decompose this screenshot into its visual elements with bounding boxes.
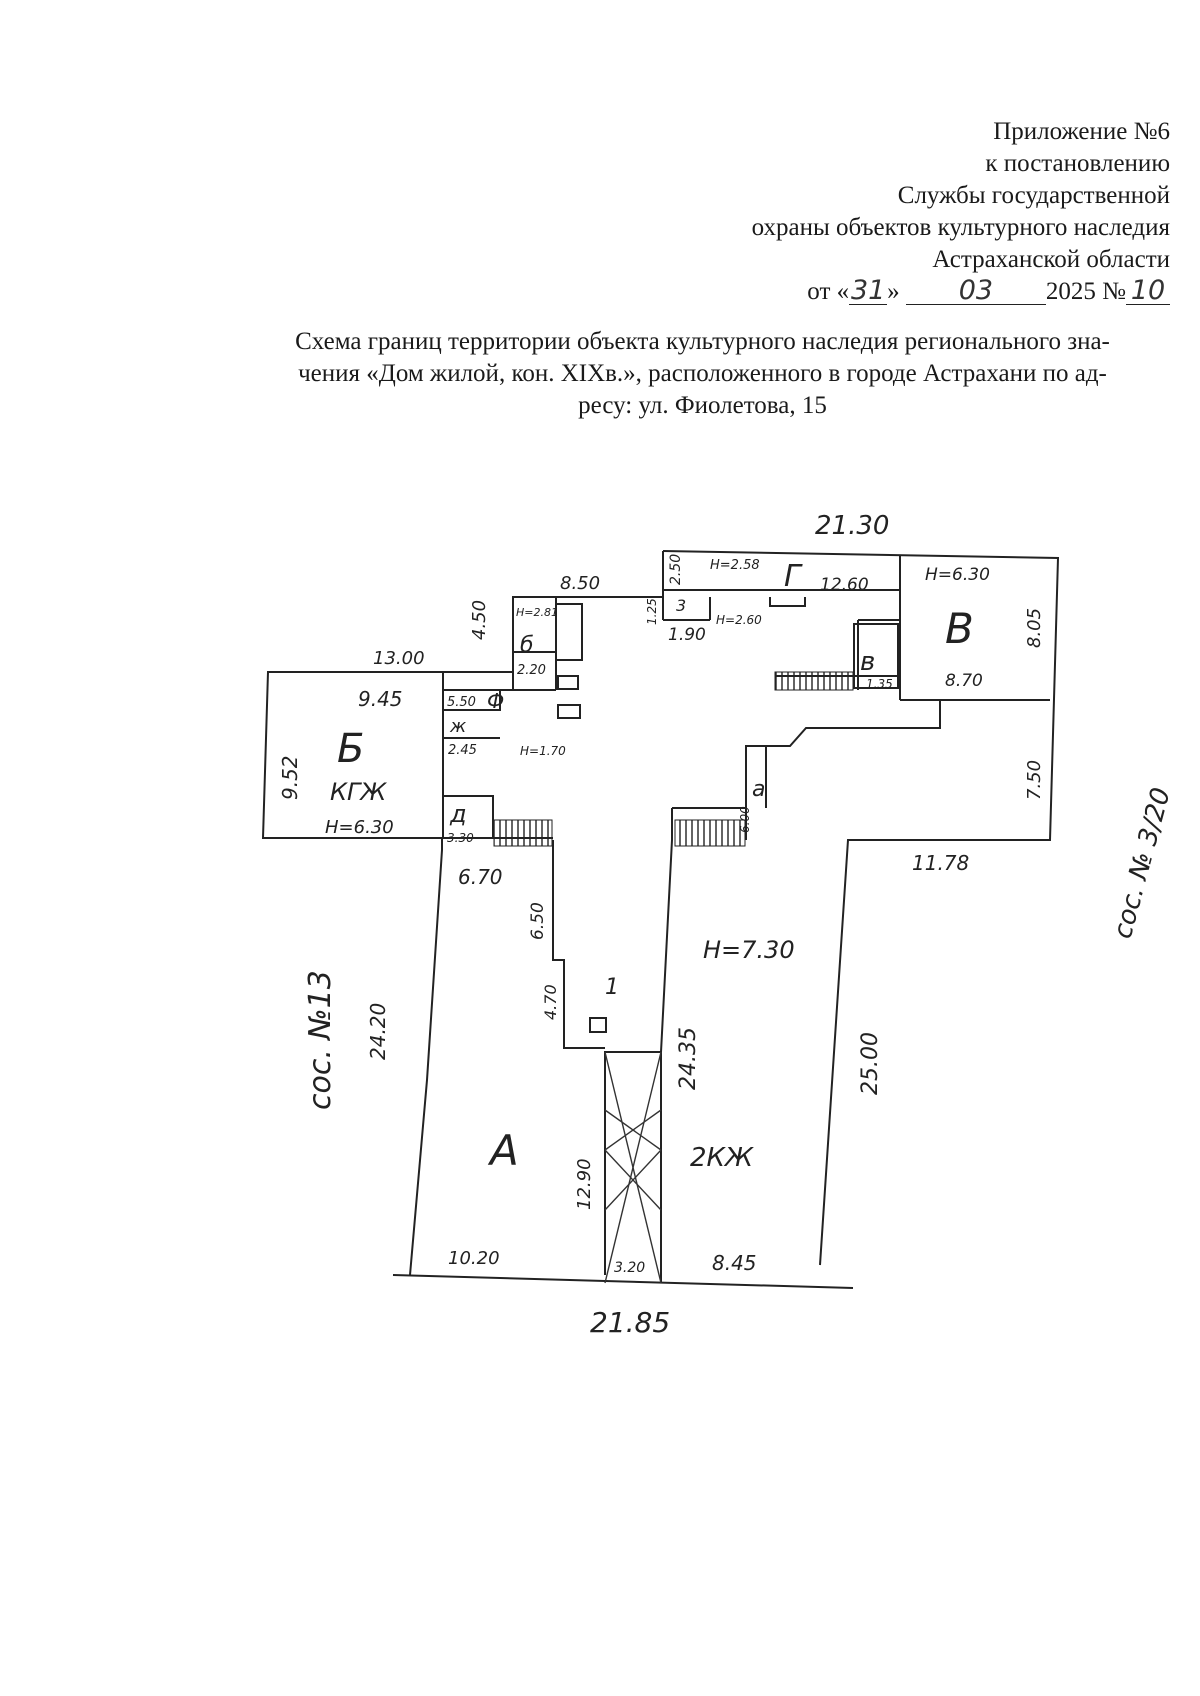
date-prefix: от « [807, 278, 850, 305]
kzh2-label: 2КЖ [690, 1143, 754, 1173]
dim-550: 5.50 [447, 695, 476, 710]
dim-600: 6.00 [738, 806, 752, 833]
dim-top: 21.30 [815, 511, 889, 541]
appendix-line-3: Службы государственной [897, 182, 1170, 209]
document-number: 10 [1126, 277, 1170, 305]
dim-845: 8.45 [712, 1251, 757, 1275]
dim-850: 8.50 [560, 573, 600, 594]
appendix-line-4: охраны объектов культурного наследия [751, 214, 1170, 241]
dim-870: 8.70 [945, 671, 983, 691]
room-v-small: в [860, 647, 875, 677]
room-f: Ф [487, 689, 504, 713]
title-line-3: ресу: ул. Фиолетова, 15 [578, 392, 827, 419]
height-730: H=7.30 [703, 936, 795, 964]
appendix-line-5: Астраханской области [932, 246, 1170, 273]
height-630-b: H=6.30 [325, 817, 394, 838]
date-mid: » [887, 278, 900, 305]
height-258: H=2.58 [710, 558, 760, 573]
dim-805: 8.05 [1024, 608, 1045, 648]
soc-right: соc. № 3/20 [1108, 785, 1177, 942]
height-260: H=2.60 [716, 613, 762, 627]
title-line-2: чения «Дом жилой, кон. XIXв.», расположе… [298, 360, 1107, 387]
dim-1178: 11.78 [912, 851, 969, 875]
date-day: 31 [849, 275, 888, 306]
dim-320: 3.20 [614, 1260, 645, 1276]
dim-952: 9.52 [278, 755, 302, 800]
dim-1020: 10.20 [448, 1248, 500, 1269]
dim-2420: 24.20 [366, 1003, 390, 1060]
height-281: H=2.81 [516, 606, 558, 619]
dim-245: 2.45 [448, 743, 477, 758]
plan-labels: 21.30 8.50 13.00 4.50 2.50 H=2.58 Г 12.6… [278, 511, 1177, 1339]
document-title: Схема границ территории объекта культурн… [225, 326, 1180, 422]
appendix-header: Приложение №6 к постановлению Службы гос… [752, 116, 1170, 308]
room-3: 3 [676, 596, 686, 615]
dim-330: 3.30 [447, 831, 474, 845]
height-170: H=1.70 [520, 744, 566, 758]
litera-v: В [945, 604, 974, 653]
litera-b: Б [337, 726, 364, 772]
stair-hatches [493, 671, 854, 847]
height-630-v: H=6.30 [925, 565, 990, 585]
room-d: д [449, 800, 467, 828]
room-a-small: а [752, 777, 765, 802]
dim-670: 6.70 [458, 865, 503, 889]
date-year-no: 2025 № [1045, 278, 1126, 305]
room-1: 1 [605, 975, 619, 1000]
litera-g: Г [784, 559, 803, 594]
dim-1300: 13.00 [373, 648, 425, 669]
passage-crossing [604, 1051, 662, 1284]
dim-2435: 24.35 [676, 1027, 701, 1090]
dim-470: 4.70 [541, 984, 560, 1020]
soc-left: соc. №13 [303, 970, 338, 1110]
dim-1260: 12.60 [820, 575, 869, 595]
dim-2500: 25.00 [858, 1032, 883, 1095]
dim-125: 1.25 [645, 598, 659, 625]
dim-1290: 12.90 [574, 1158, 595, 1210]
plan-walls [261, 550, 1060, 1289]
dim-220: 2.20 [517, 663, 546, 678]
dim-650: 6.50 [528, 902, 548, 940]
appendix-line-1: Приложение №6 [993, 118, 1170, 145]
dim-450a: 4.50 [469, 600, 490, 640]
dim-bottom: 21.85 [590, 1306, 670, 1339]
kgzh-label: КГЖ [330, 778, 387, 806]
dim-135: 1.35 [866, 677, 893, 691]
dim-250: 2.50 [668, 554, 684, 585]
litera-a: А [487, 1126, 519, 1175]
title-line-1: Схема границ территории объекта культурн… [295, 328, 1110, 355]
room-zh: ж [449, 716, 467, 737]
room-b-small: б [520, 633, 534, 658]
dim-750: 7.50 [1024, 760, 1045, 800]
appendix-line-2: к постановлению [985, 150, 1170, 177]
date-month: 03 [905, 277, 1046, 305]
dim-190: 1.90 [668, 625, 706, 645]
dim-945: 9.45 [358, 687, 403, 711]
